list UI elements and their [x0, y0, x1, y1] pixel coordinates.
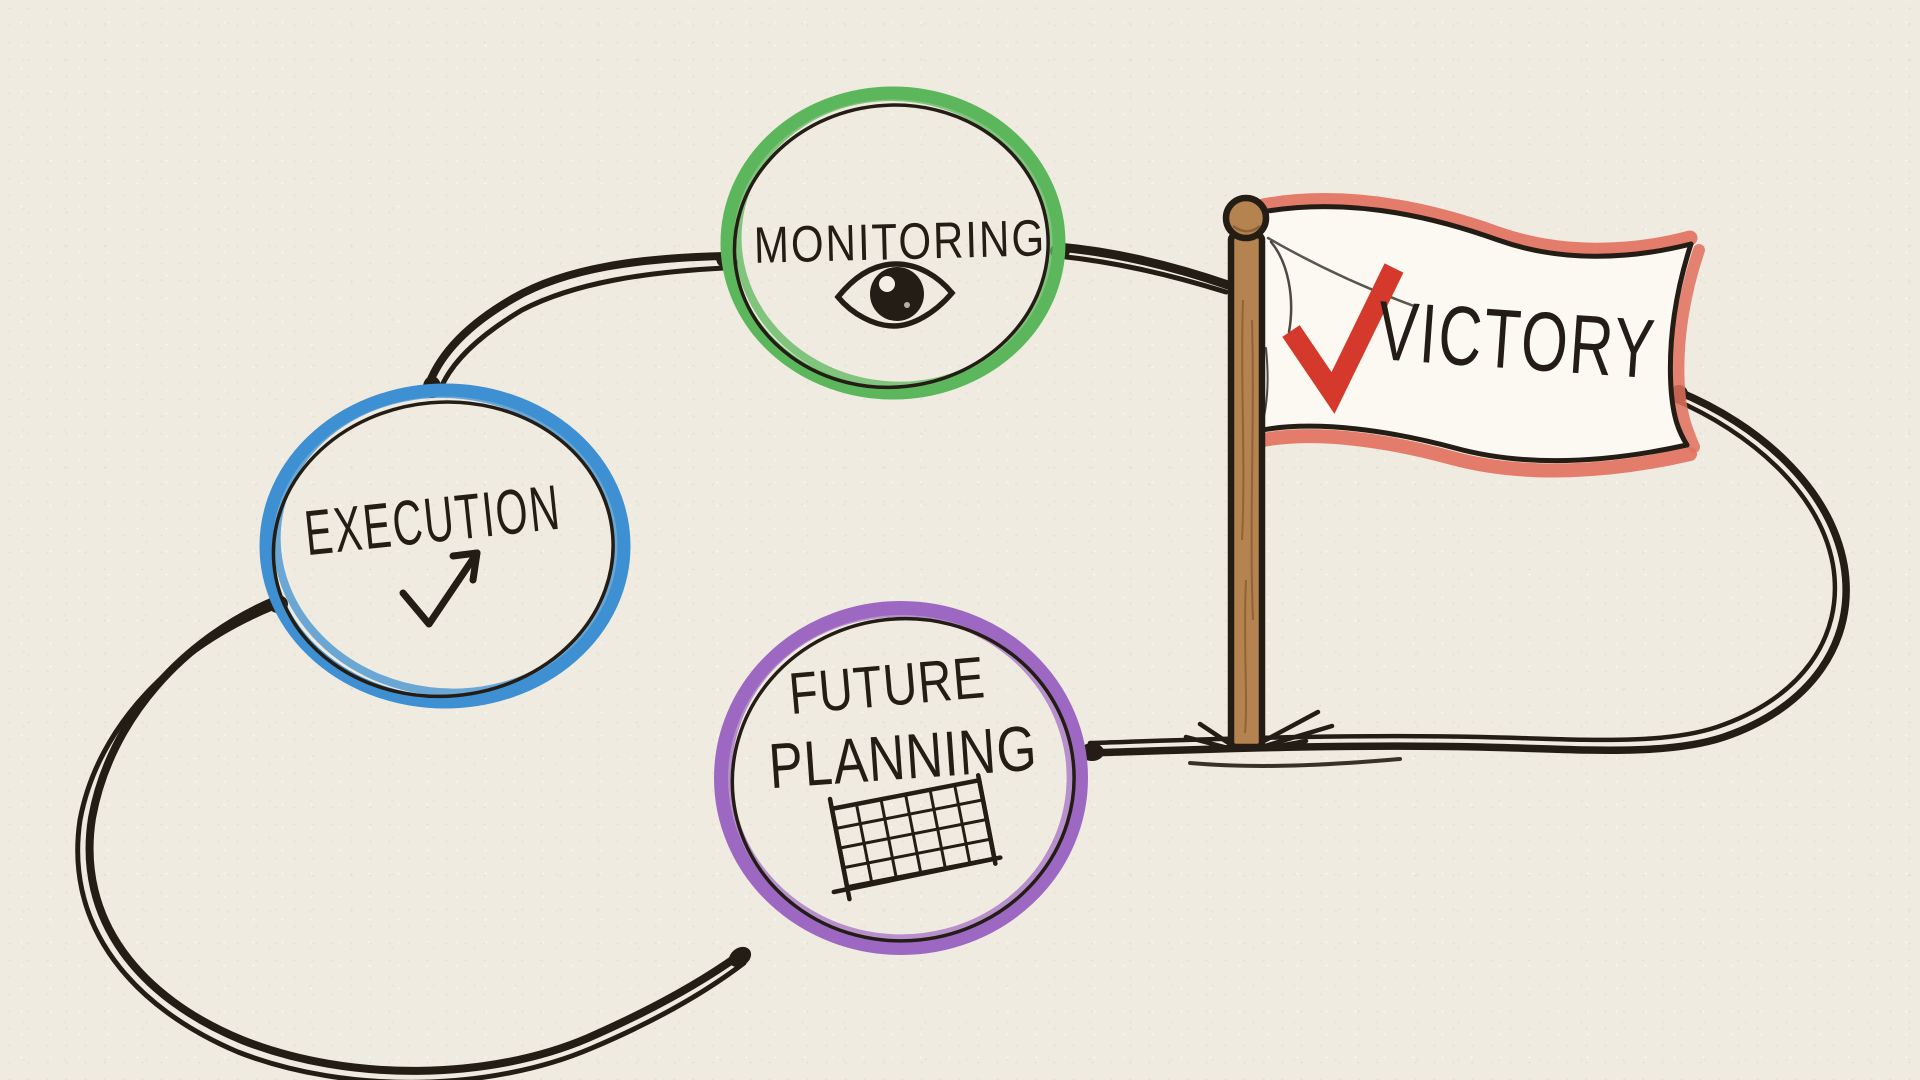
monitoring-circle [720, 86, 1066, 400]
victory-label: VICTORY [1374, 283, 1660, 397]
eye-icon [834, 261, 956, 329]
connector-victory-future-planning [1080, 385, 1850, 768]
victory-flag [1183, 193, 1705, 752]
red-checkmark-icon [1282, 263, 1404, 414]
future-planning-circle [714, 601, 1088, 955]
monitoring-label: MONITORING [753, 208, 1047, 274]
flag-cloth [1262, 206, 1691, 461]
connector-monitoring-execution [423, 252, 738, 398]
grass-hatches [1183, 709, 1335, 752]
connector-monitoring-flagpole [1050, 242, 1233, 295]
connector-execution-future-planning [75, 595, 752, 1080]
execution-circle [259, 383, 631, 709]
calendar-grid-icon [827, 773, 1003, 902]
check-arrow-icon [399, 549, 481, 628]
flag-pole [1222, 194, 1270, 751]
